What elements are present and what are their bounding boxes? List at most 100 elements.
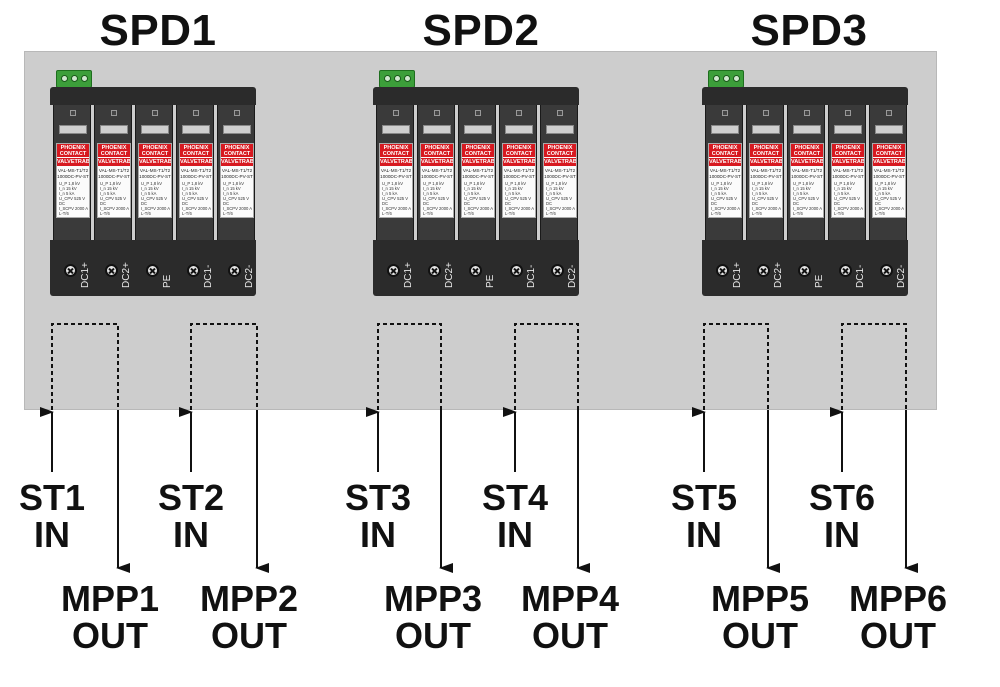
status-window: [793, 125, 821, 134]
status-indicator: [722, 110, 728, 116]
internal-connection-path: [377, 323, 442, 410]
output-direction: OUT: [72, 615, 148, 656]
status-window: [59, 125, 87, 134]
signal-terminal-block: [56, 70, 92, 88]
output-name: MPP1: [60, 578, 160, 619]
input-name: ST1: [18, 477, 86, 518]
status-indicator: [111, 110, 117, 116]
brand-label: VALVETRAB: [709, 158, 742, 166]
screw-terminal-icon: [105, 264, 118, 277]
internal-connection-path: [190, 323, 258, 410]
status-window: [464, 125, 492, 134]
device-base-top: [50, 87, 256, 105]
output-direction: OUT: [860, 615, 936, 656]
screw-terminal-icon: [64, 264, 77, 277]
screw-terminal-icon: [839, 264, 852, 277]
status-indicator: [886, 110, 892, 116]
output-name: MPP6: [848, 578, 948, 619]
spd1-title: SPD1: [99, 6, 217, 55]
status-indicator: [70, 110, 76, 116]
status-window: [711, 125, 739, 134]
output-direction: OUT: [722, 615, 798, 656]
brand-label: VALVETRAB: [750, 158, 783, 166]
input-direction: IN: [686, 514, 722, 555]
spd2-title: SPD2: [422, 6, 540, 55]
status-indicator: [763, 110, 769, 116]
brand-label: VALVETRAB: [139, 158, 172, 166]
status-window: [223, 125, 251, 134]
screw-terminal-icon: [757, 264, 770, 277]
brand-label: VALVETRAB: [180, 158, 213, 166]
screw-terminal-icon: [880, 264, 893, 277]
screw-terminal-icon: [387, 264, 400, 277]
device-base-top: [373, 87, 579, 105]
internal-connection-path: [51, 323, 119, 410]
screw-terminal-icon: [187, 264, 200, 277]
status-window: [382, 125, 410, 134]
input-name: ST3: [344, 477, 412, 518]
brand-label: VALVETRAB: [421, 158, 454, 166]
status-window: [752, 125, 780, 134]
input-direction: IN: [173, 514, 209, 555]
status-indicator: [845, 110, 851, 116]
status-indicator: [434, 110, 440, 116]
screw-terminal-icon: [146, 264, 159, 277]
brand-label: VALVETRAB: [462, 158, 495, 166]
screw-terminal-icon: [510, 264, 523, 277]
status-indicator: [557, 110, 563, 116]
status-indicator: [804, 110, 810, 116]
spd3-title: SPD3: [750, 6, 868, 55]
status-window: [875, 125, 903, 134]
brand-label: VALVETRAB: [221, 158, 254, 166]
screw-terminal-icon: [428, 264, 441, 277]
status-indicator: [152, 110, 158, 116]
status-window: [834, 125, 862, 134]
input-direction: IN: [497, 514, 533, 555]
brand-label: VALVETRAB: [380, 158, 413, 166]
brand-label: VALVETRAB: [57, 158, 90, 166]
status-window: [141, 125, 169, 134]
internal-connection-path: [841, 323, 907, 410]
